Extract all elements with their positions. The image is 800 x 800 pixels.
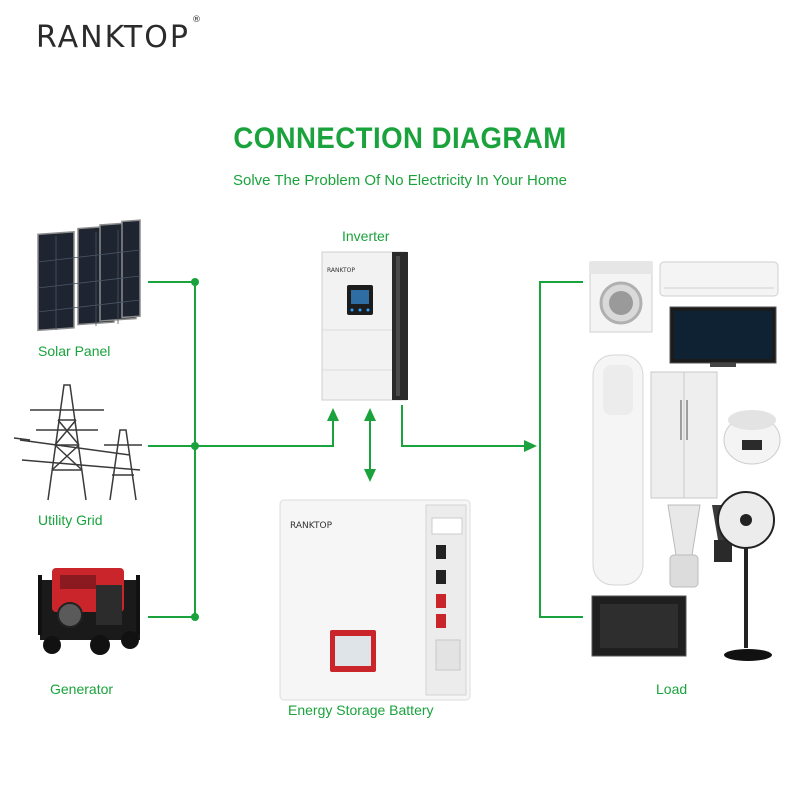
junction-dot	[191, 442, 199, 450]
bus-to-inverter-line	[195, 420, 334, 447]
registered-mark: ®	[191, 15, 203, 25]
microwave-icon	[591, 595, 687, 657]
utility-grid-label: Utility Grid	[38, 512, 103, 528]
load-bus-line	[539, 281, 583, 618]
standing-ac-icon	[592, 354, 644, 586]
air-conditioner-icon	[659, 261, 779, 297]
junction-dot	[191, 278, 199, 286]
inverter-to-load-line	[401, 405, 526, 447]
inverter-brand-text: RANKTOP	[327, 267, 355, 274]
arrow-up-battery-inverter	[364, 408, 376, 421]
inverter-icon: RANKTOP	[321, 251, 408, 401]
arrow-down-battery	[364, 469, 376, 482]
inverter-label: Inverter	[342, 228, 390, 244]
generator-label: Generator	[50, 681, 114, 697]
page-subtitle: Solve The Problem Of No Electricity In Y…	[232, 172, 568, 189]
junction-dots	[191, 278, 199, 621]
arrow-up-inverter	[327, 408, 339, 421]
junction-dot	[191, 613, 199, 621]
arrows	[327, 408, 537, 482]
fan-icon	[717, 491, 775, 661]
battery-brand-text: RANKTOP	[290, 521, 333, 531]
page-title: CONNECTION DIAGRAM	[233, 122, 567, 155]
solar-panel-label: Solar Panel	[38, 343, 111, 359]
brand-logo: RANKTOP®	[36, 15, 201, 55]
rice-cooker-icon	[723, 410, 781, 465]
logo-text: RANKTOP	[36, 20, 190, 55]
generator-icon	[38, 568, 140, 655]
battery-label: Energy Storage Battery	[288, 702, 434, 718]
battery-icon: RANKTOP	[279, 499, 471, 701]
tv-icon	[669, 306, 777, 367]
washing-machine-icon	[589, 261, 653, 333]
arrow-right-load	[524, 440, 537, 452]
source-bus-line	[148, 281, 196, 618]
load-label: Load	[656, 681, 688, 697]
fridge-icon	[650, 371, 718, 499]
solar-panel-icon	[37, 219, 141, 332]
utility-grid-icon	[13, 384, 142, 501]
